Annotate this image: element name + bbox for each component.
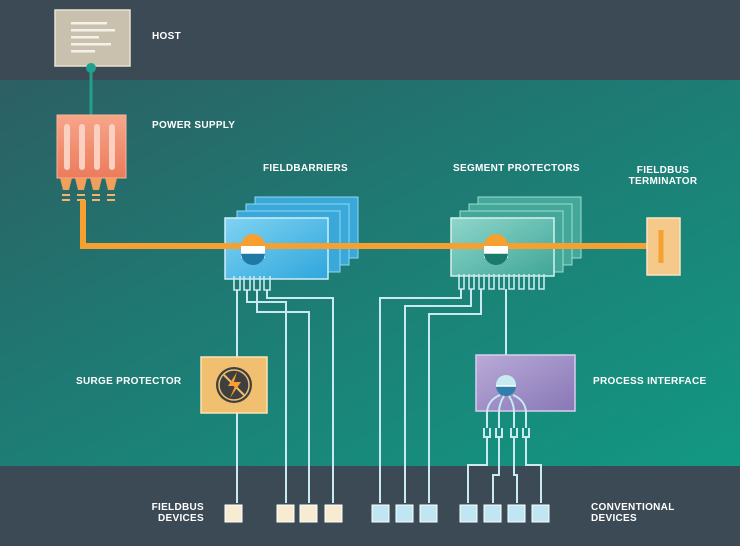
surge-protector-device [200,356,268,414]
host-computer [54,9,131,67]
segment-protectors-label: SEGMENT PROTECTORS [453,163,580,174]
process-interface-label: PROCESS INTERFACE [593,376,707,387]
fieldbus-devices [224,504,343,523]
host-link-node [86,63,96,73]
power-supply-label: POWER SUPPLY [152,120,236,131]
conventional-devices-label: CONVENTIONAL DEVICES [591,502,675,524]
process-interface-wires [467,394,542,503]
conventional-devices [459,504,550,523]
power-supply-unit [56,114,127,201]
fieldbus-terminator-label: FIELDBUS TERMINATOR [628,165,698,187]
segment-protector-spur-wires [379,289,507,503]
host-label: HOST [152,31,181,42]
fieldbus-devices-label: FIELDBUS DEVICES [151,502,204,524]
fieldbus-trunk [80,200,652,249]
fieldbus-terminator-device [646,217,681,276]
surge-protector-label: SURGE PROTECTOR [76,376,182,387]
fieldbarrier-coupler [241,234,265,265]
segment-protector-coupler [484,234,508,265]
fieldbarriers-label: FIELDBARRIERS [263,163,349,174]
segment-protectors-stack [450,196,582,277]
segment-devices [371,504,438,523]
bottom-band [0,466,740,546]
